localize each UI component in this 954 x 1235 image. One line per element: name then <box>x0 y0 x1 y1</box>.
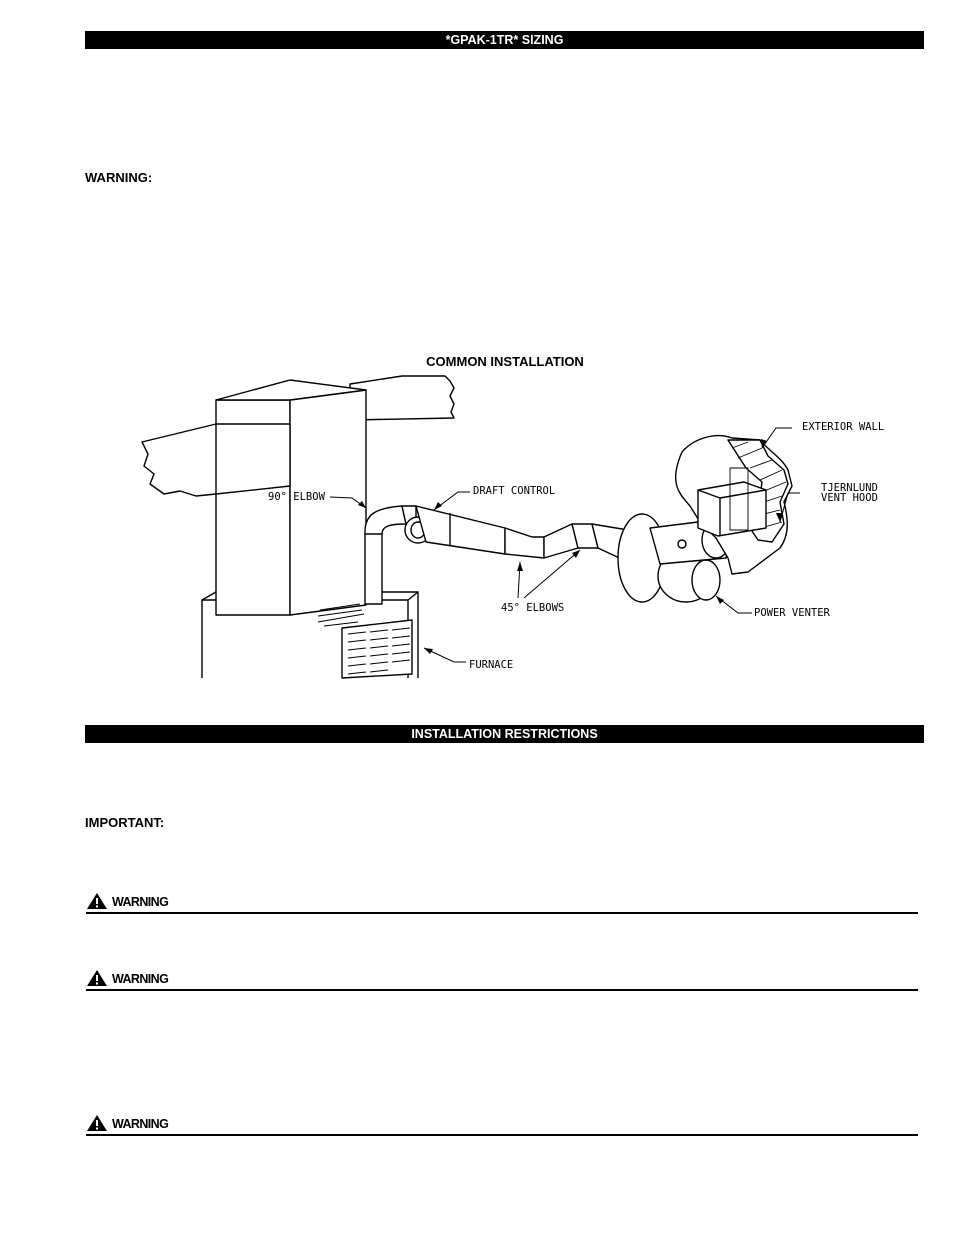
flue-pipe <box>364 522 383 605</box>
elbow-90 <box>364 505 407 535</box>
vent-hood <box>697 481 767 537</box>
label-vent-hood-2: VENT HOOD <box>821 492 878 504</box>
installation-diagram: 90° ELBOW DRAFT CONTROL 45° ELBOWS FURNA… <box>141 375 884 679</box>
warning-icon <box>87 1115 107 1131</box>
warning-rule-2: WARNING <box>86 969 918 991</box>
pipe-segment-2 <box>415 505 506 555</box>
label-45-elbows: 45° ELBOWS <box>501 602 564 614</box>
warning-text: WARNING <box>112 972 169 986</box>
warning-text: WARNING <box>112 895 169 909</box>
warning-text: WARNING <box>112 1117 169 1131</box>
section-header-restrictions: INSTALLATION RESTRICTIONS <box>85 725 924 743</box>
section-header-sizing: *GPAK-1TR* SIZING <box>85 31 924 49</box>
label-draft-control: DRAFT CONTROL <box>473 485 555 497</box>
important-label: IMPORTANT: <box>85 815 165 830</box>
warning-label: WARNING: <box>85 170 153 185</box>
elbow-45-a <box>504 527 545 559</box>
furnace-grille <box>341 619 413 679</box>
figure-title: COMMON INSTALLATION <box>426 354 584 369</box>
label-exterior-wall: EXTERIOR WALL <box>802 421 884 433</box>
plenum-top <box>215 379 367 401</box>
label-furnace: FURNACE <box>469 659 513 671</box>
warning-rule-1: WARNING <box>86 892 918 914</box>
label-vent-hood-1: TJERNLUND <box>821 482 878 494</box>
warning-rule-3: WARNING <box>86 1114 918 1136</box>
warning-icon <box>87 893 107 909</box>
label-90-elbow: 90° ELBOW <box>268 491 326 503</box>
duct-right <box>349 375 455 421</box>
warning-icon <box>87 970 107 986</box>
label-power-venter: POWER VENTER <box>754 607 831 619</box>
